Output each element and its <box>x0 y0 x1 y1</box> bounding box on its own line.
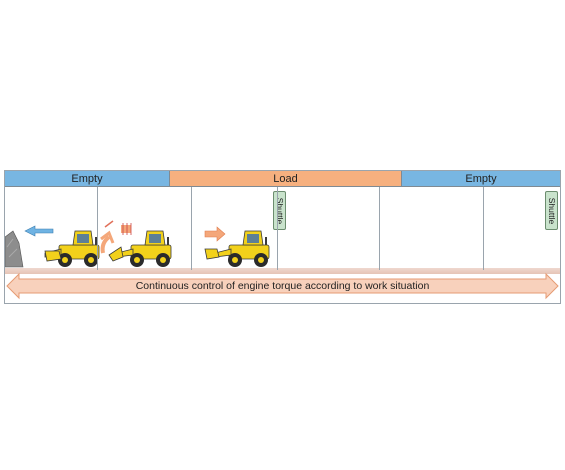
ground-strip <box>5 268 560 274</box>
shuttle-tag-empty: Shuttle <box>545 191 558 230</box>
scene-divider <box>277 187 278 270</box>
torque-control-banner: Continuous control of engine torque acco… <box>5 271 560 301</box>
scene-divider <box>379 187 380 270</box>
scene-approach-pile <box>5 225 100 268</box>
shuttle-tag-load: Shuttle <box>273 191 286 230</box>
scene-divider <box>483 187 484 270</box>
work-cycle-diagram: Empty Load Empty <box>4 170 561 304</box>
shuttle-label: Shuttle <box>546 197 557 224</box>
scenes-illustration <box>5 220 270 268</box>
scene-divider <box>191 187 192 270</box>
phase-empty-end: Empty <box>402 171 560 187</box>
phase-empty-start: Empty <box>5 171 170 187</box>
shuttle-label: Shuttle <box>274 197 285 224</box>
scene-divider <box>97 187 98 270</box>
double-arrow-icon <box>6 272 559 300</box>
scenes-strip: Shuttle Shuttle <box>5 187 560 274</box>
scene-digging <box>100 220 172 268</box>
scene-loaded-travel <box>204 226 270 268</box>
phase-load: Load <box>170 171 402 187</box>
banner-text: Continuous control of engine torque acco… <box>135 280 430 292</box>
